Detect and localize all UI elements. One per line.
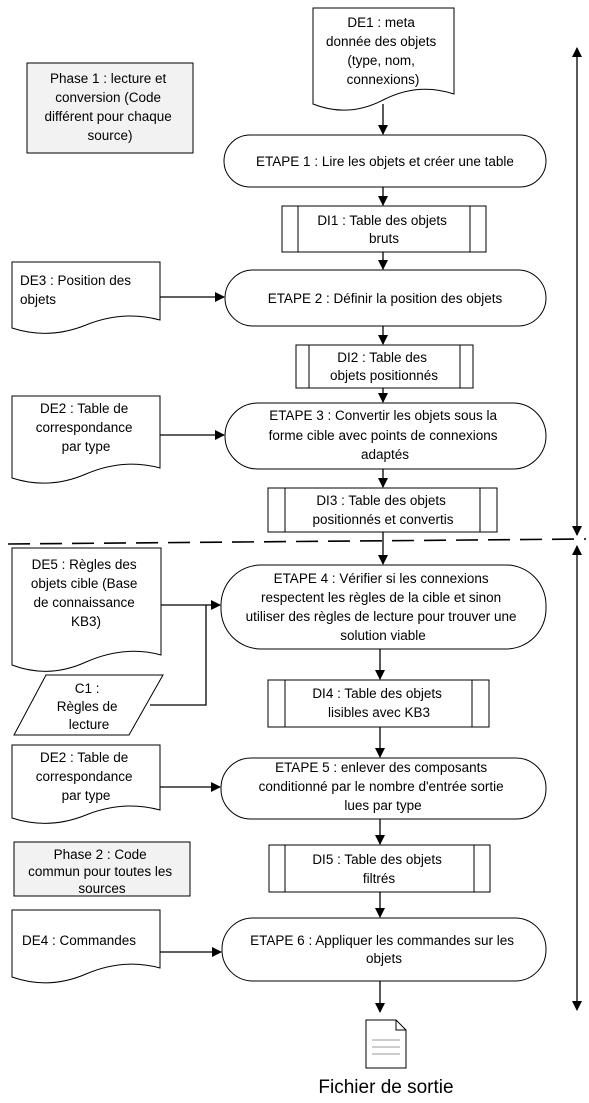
de4-text: DE4 : Commandes xyxy=(22,933,136,948)
de5-text: DE5 : Règles des objets cible (Base de c… xyxy=(31,557,141,629)
di1-text: DI1 : Table des objets bruts xyxy=(317,213,450,246)
document-de5: DE5 : Règles des objets cible (Base de c… xyxy=(11,547,162,672)
etape-2-text: ETAPE 2 : Définir la position des objets xyxy=(268,291,503,306)
document-de2-a: DE2 : Table de correspondance par type xyxy=(11,395,161,484)
connector-c1-etape4 xyxy=(150,605,207,706)
process-etape-5: ETAPE 5 : enlever des composants conditi… xyxy=(220,757,547,820)
document-de3: DE3 : Position des objets xyxy=(11,261,161,334)
document-de2-b: DE2 : Table de correspondance par type xyxy=(11,744,161,824)
phase-separator xyxy=(7,538,587,545)
di2-text: DI2 : Table des objets positionnés xyxy=(330,350,438,383)
flow-arrows xyxy=(375,104,388,1013)
etape-3-text: ETAPE 3 : Convertir les objets sous la f… xyxy=(269,408,502,462)
de1-text: DE1 : meta donnée des objets (type, nom,… xyxy=(326,15,440,87)
phase-1-note: Phase 1 : lecture et conversion (Code di… xyxy=(26,62,194,154)
de2-a-text: DE2 : Table de correspondance par type xyxy=(36,401,137,454)
data-store-di4: DI4 : Table des objets lisibles avec KB3 xyxy=(267,679,490,728)
process-etape-6: ETAPE 6 : Appliquer les commandes sur le… xyxy=(221,917,547,982)
process-etape-3: ETAPE 3 : Convertir les objets sous la f… xyxy=(224,402,547,470)
input-arrows xyxy=(150,292,225,957)
di3-text: DI3 : Table des objets positionnés et co… xyxy=(312,493,453,527)
process-etape-2: ETAPE 2 : Définir la position des objets xyxy=(224,269,547,327)
input-c1: C1 : Règles de lecture xyxy=(13,674,164,736)
output-file-icon xyxy=(365,1019,407,1069)
di4-text: DI4 : Table des objets lisibles avec KB3 xyxy=(312,686,445,720)
data-store-di2: DI2 : Table des objets positionnés xyxy=(295,344,474,389)
phase-2-text: Phase 2 : Code commun pour toutes les so… xyxy=(28,847,176,896)
de3-text: DE3 : Position des objets xyxy=(20,273,135,307)
data-store-di3: DI3 : Table des objets positionnés et co… xyxy=(267,487,498,533)
output-file-label: Fichier de sortie xyxy=(318,1077,453,1098)
c1-text: C1 : Règles de lecture xyxy=(57,681,122,732)
data-store-di1: DI1 : Table des objets bruts xyxy=(281,205,487,253)
process-etape-1: ETAPE 1 : Lire les objets et créer une t… xyxy=(223,134,547,188)
phase-2-note: Phase 2 : Code commun pour toutes les so… xyxy=(13,841,191,897)
etape-5-text: ETAPE 5 : enlever des composants conditi… xyxy=(259,760,508,813)
phase-1-text: Phase 1 : lecture et conversion (Code di… xyxy=(44,71,175,143)
de2-b-text: DE2 : Table de correspondance par type xyxy=(36,750,137,803)
data-store-di5: DI5 : Table des objets filtrés xyxy=(268,844,491,893)
etape-4-text: ETAPE 4 : Vérifier si les connexions res… xyxy=(246,571,521,643)
etape-1-text: ETAPE 1 : Lire les objets et créer une t… xyxy=(256,154,514,169)
process-etape-4: ETAPE 4 : Vérifier si les connexions res… xyxy=(220,564,547,650)
etape-6-text: ETAPE 6 : Appliquer les commandes sur le… xyxy=(250,933,518,966)
di5-text: DI5 : Table des objets filtrés xyxy=(312,852,445,886)
document-de4: DE4 : Commandes xyxy=(11,909,161,984)
document-de1: DE1 : meta donnée des objets (type, nom,… xyxy=(312,7,455,111)
